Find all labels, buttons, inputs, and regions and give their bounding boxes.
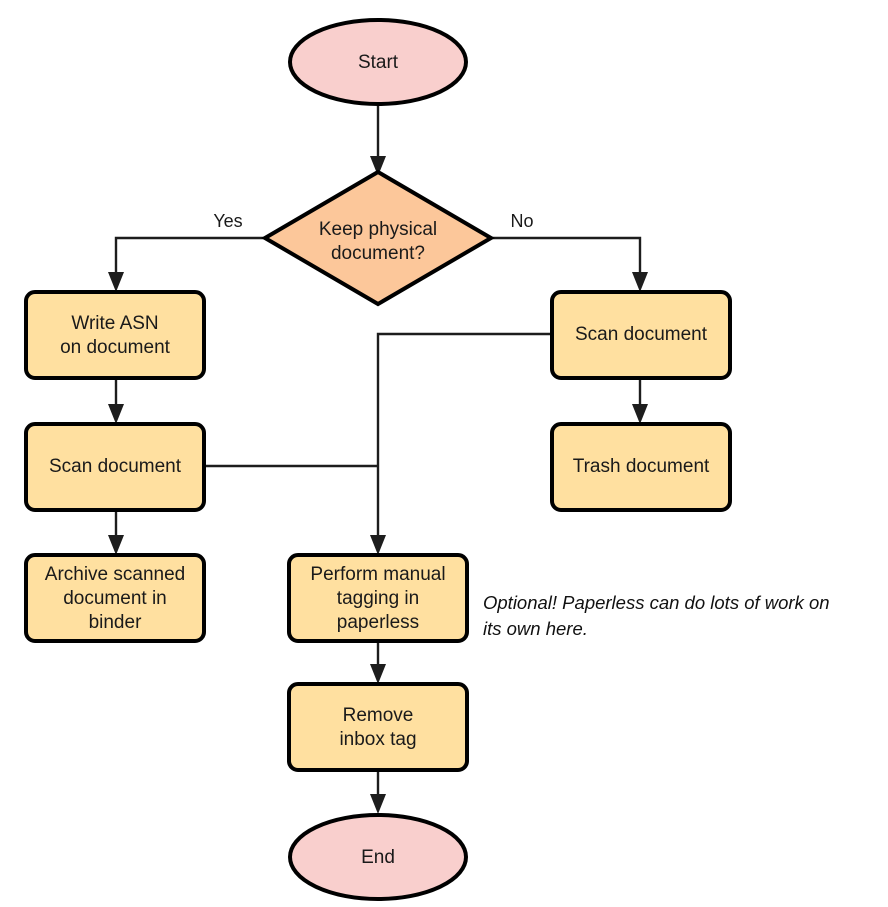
decision-diamond-shape [261,169,495,307]
node-decision-label-line1: Keep physical [319,219,437,240]
node-decision-keep-physical-document[interactable]: Keep physical document? [261,169,495,307]
remove-inbox-tag-box-shape [287,682,469,772]
node-archive-scanned-document[interactable]: Archive scanned document in binder [24,553,206,643]
arrowhead-icon [108,535,124,555]
node-scan-document-right-label: Scan document [575,324,708,345]
node-remove-inbox-tag[interactable]: Remove inbox tag [287,682,469,772]
node-start[interactable]: Start [288,18,468,106]
node-scan-document-right[interactable]: Scan document [550,290,732,380]
arrowhead-icon [370,664,386,684]
node-tagging-label-line2: tagging in [337,588,419,609]
scan-document-right-box-shape [550,290,732,380]
annotation-line2: its own here. [483,618,588,639]
edge-scan-right-to-tagging [370,332,552,555]
node-remove-inbox-label-line1: Remove [343,705,414,726]
node-scan-document-left[interactable]: Scan document [24,422,206,512]
edge-decision-to-scan-right: No [491,211,648,292]
node-remove-inbox-label-line2: inbox tag [339,729,416,750]
node-write-asn-on-document[interactable]: Write ASN on document [24,290,206,380]
node-archive-label-line2: document in [63,588,167,609]
trash-document-box-shape [550,422,732,512]
node-end-label: End [361,847,395,868]
edge-decision-to-write-asn: Yes [108,211,265,292]
arrowhead-icon [108,272,124,292]
arrowhead-icon [632,404,648,424]
node-scan-document-left-label: Scan document [49,456,182,477]
arrowhead-icon [632,272,648,292]
arrowhead-icon [370,156,386,176]
node-write-asn-label-line2: on document [60,337,171,358]
start-ellipse-shape [288,18,468,106]
node-start-label: Start [358,52,399,73]
arrowhead-icon [370,535,386,555]
end-ellipse-shape [288,813,468,901]
node-archive-label-line1: Archive scanned [45,564,185,585]
node-trash-document-label: Trash document [573,456,710,477]
arrowhead-icon [108,404,124,424]
arrowhead-icon [370,794,386,814]
annotation-line1: Optional! Paperless can do lots of work … [483,592,830,613]
edge-write-asn-to-scan-left [108,378,124,424]
node-tagging-label-line1: Perform manual [310,564,445,585]
tagging-box-shape [287,553,469,643]
edge-label-no: No [510,211,533,231]
edge-label-yes: Yes [213,211,242,231]
edge-line [491,236,642,278]
edge-scan-right-to-trash [632,378,648,424]
node-decision-label-line2: document? [331,243,425,264]
archive-box-shape [24,553,206,643]
node-perform-manual-tagging[interactable]: Perform manual tagging in paperless [287,553,469,643]
node-write-asn-label-line1: Write ASN [71,313,158,334]
edge-tagging-to-remove-inbox [370,641,386,684]
annotation-optional-note: Optional! Paperless can do lots of work … [483,592,830,639]
edge-line [114,236,265,278]
edge-scan-left-to-archive [108,510,124,555]
node-end[interactable]: End [288,813,468,901]
write-asn-box-shape [24,290,206,380]
scan-document-left-box-shape [24,422,206,512]
edge-remove-inbox-to-end [370,770,386,814]
edge-start-to-decision [370,103,386,176]
node-tagging-label-line3: paperless [337,612,419,633]
node-trash-document[interactable]: Trash document [550,422,732,512]
edge-line [376,332,552,541]
node-archive-label-line3: binder [89,612,142,633]
